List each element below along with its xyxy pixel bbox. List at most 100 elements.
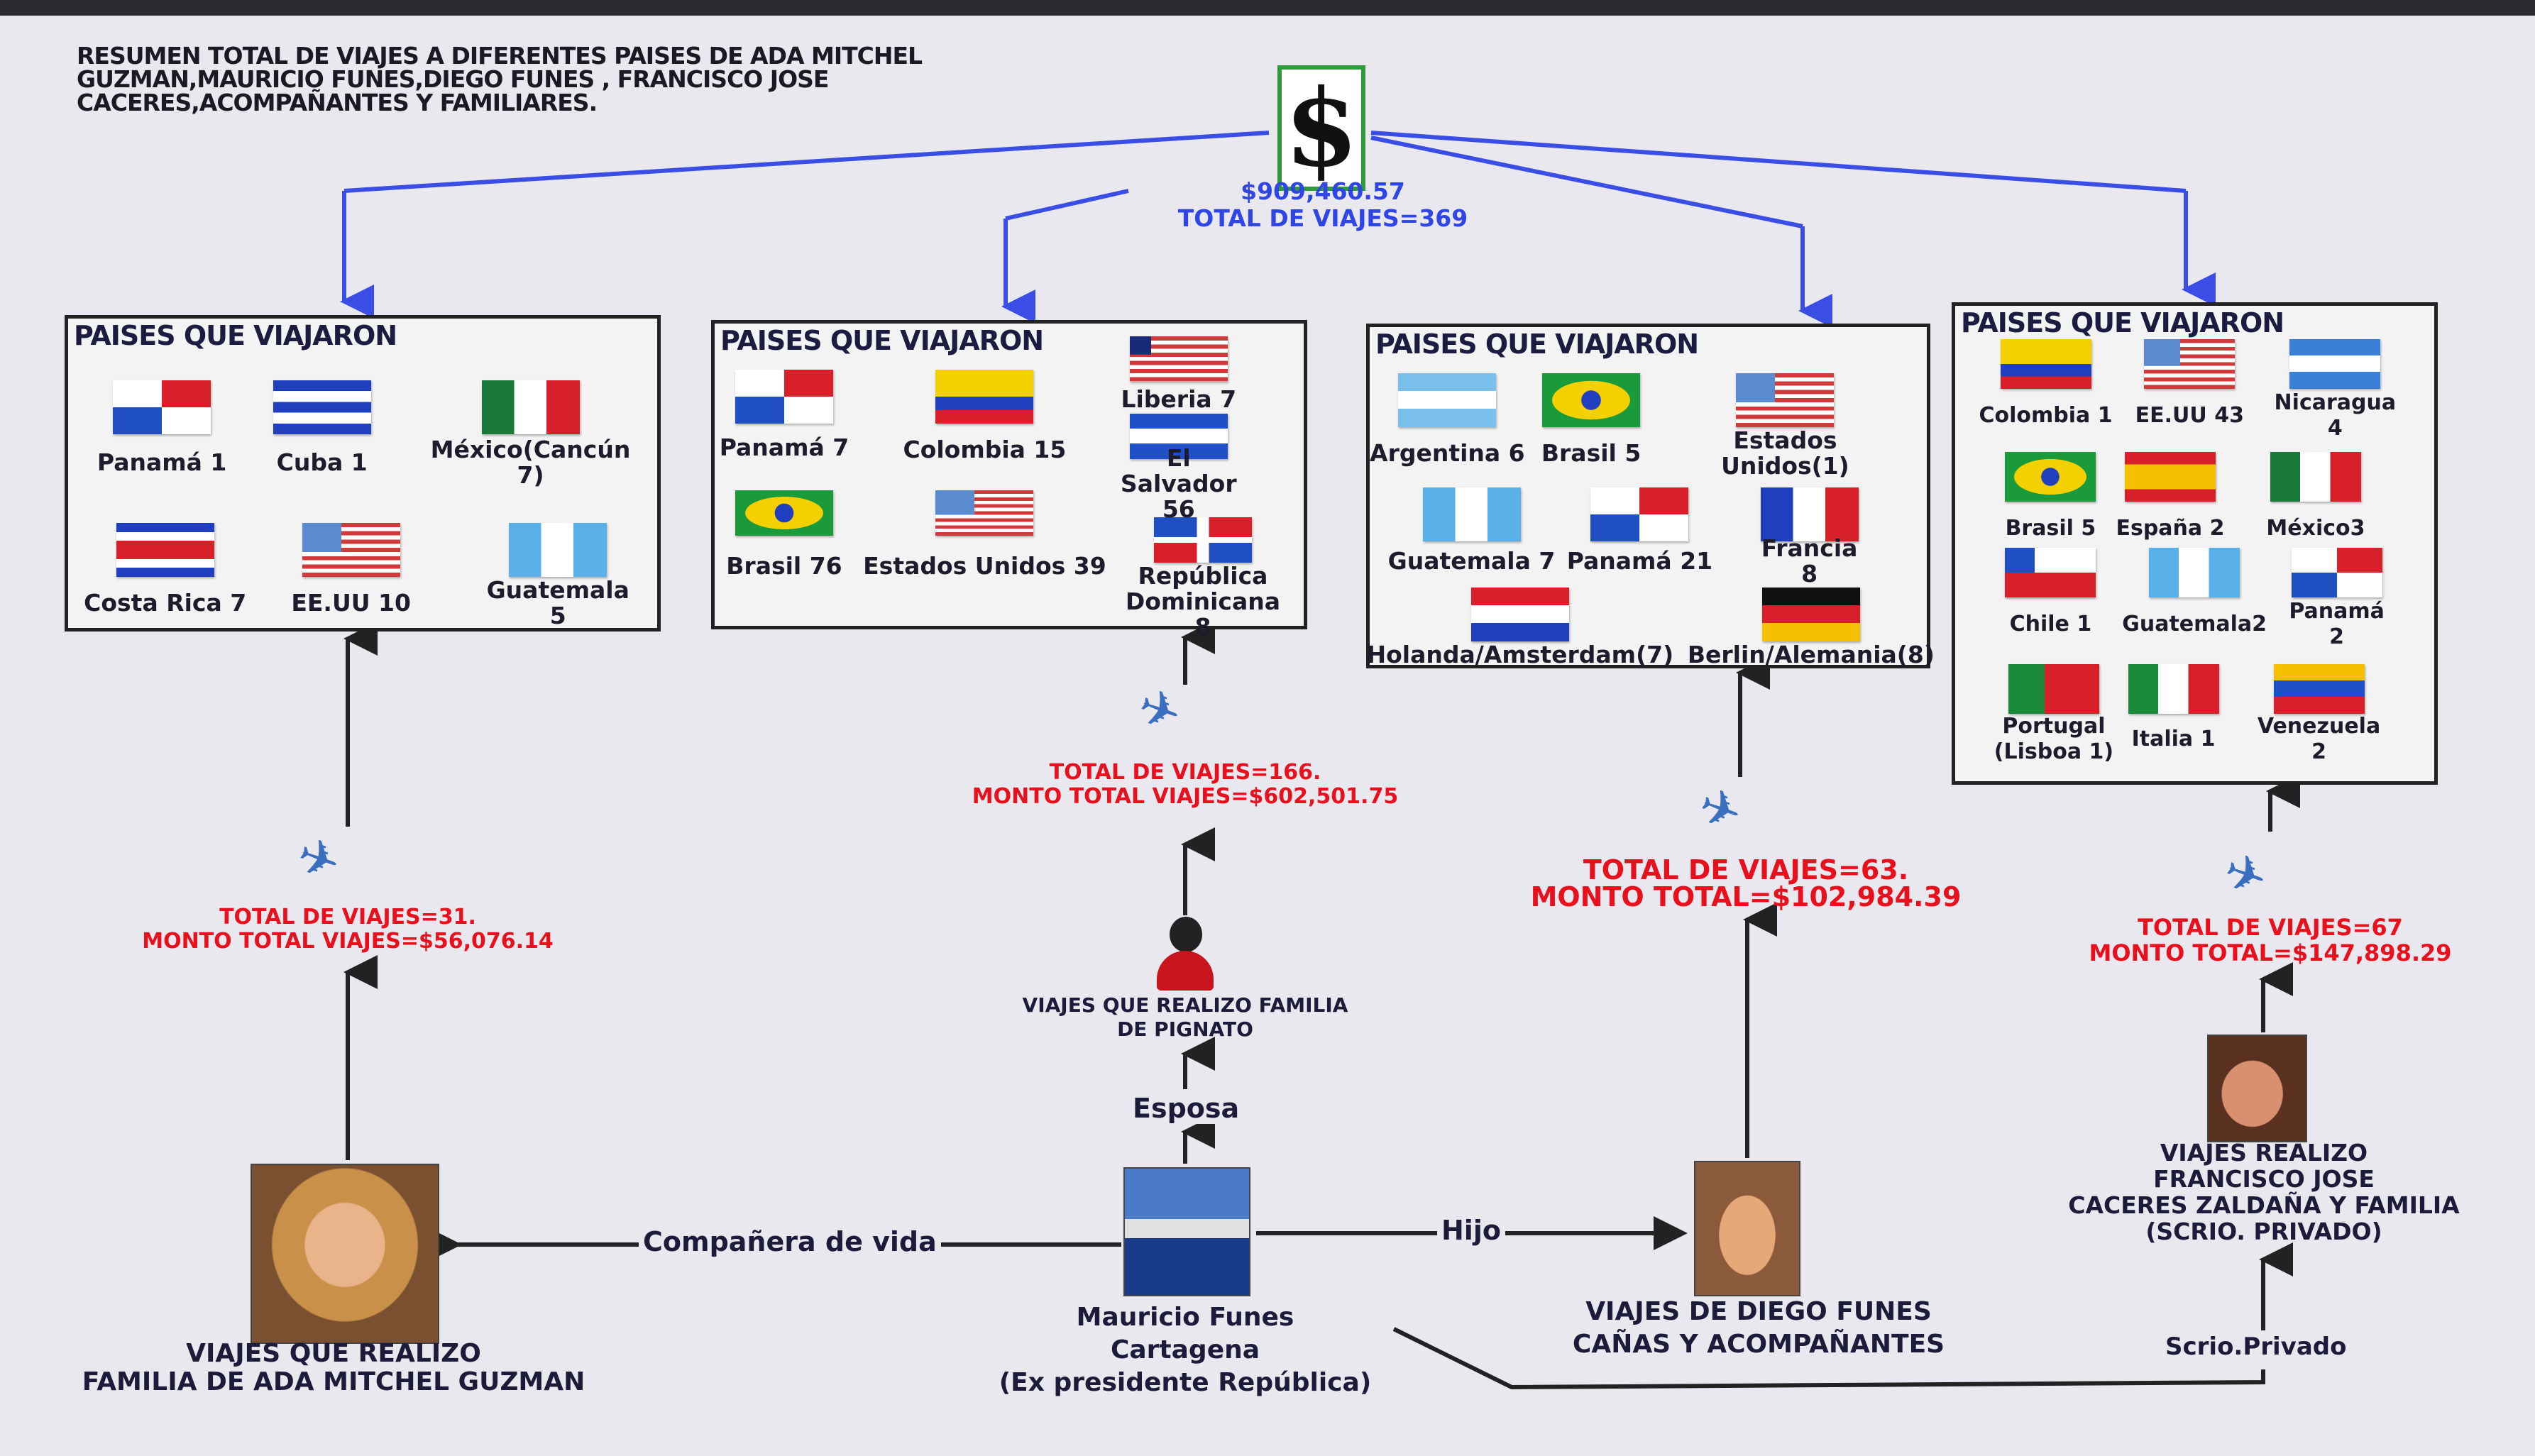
country-label: España 2 <box>2116 516 2225 541</box>
group-trips: TOTAL DE VIAJES=67 <box>2138 914 2403 941</box>
flag-guatemala-icon <box>2149 547 2240 597</box>
photo-mauricio-funes <box>1123 1167 1250 1296</box>
relation-secretary-label: Scrio.Privado <box>2161 1333 2351 1361</box>
flag-guatemala-icon <box>509 522 607 577</box>
country-label: Brasil 76 <box>726 551 842 580</box>
relation-wife-label: Esposa <box>1128 1093 1244 1124</box>
country-label: EE.UU 43 <box>2135 402 2244 428</box>
country-label: Panamá 21 <box>1566 547 1713 575</box>
flag-brazil-icon <box>1542 373 1641 427</box>
country-label: Panamá 7 <box>719 434 849 462</box>
flag-netherlands-icon <box>1470 588 1569 642</box>
flag-argentina-icon <box>1398 373 1497 427</box>
group-amount: MONTO TOTAL VIAJES=$602,501.75 <box>972 784 1399 809</box>
group-caption: VIAJES DE DIEGO FUNES CAÑAS Y ACOMPAÑANT… <box>1572 1297 1945 1359</box>
flag-panama-icon <box>735 369 833 424</box>
country-label: Guatemala 5 <box>486 575 629 629</box>
country-label: Costa Rica 7 <box>84 588 247 617</box>
group-trips: TOTAL DE VIAJES=31. <box>219 905 476 930</box>
country-label: Portugal (Lisboa 1) <box>1994 713 2114 764</box>
group-trips: TOTAL DE VIAJES=63. <box>1583 854 1909 886</box>
flag-chile-icon <box>2005 547 2096 597</box>
dollar-icon: $ <box>1277 65 1365 191</box>
country-label: República Dominicana 8 <box>1125 561 1281 641</box>
country-label: Argentina 6 <box>1370 439 1525 467</box>
group-caption: VIAJES QUE REALIZO FAMILIA DE PIGNATO <box>1022 993 1348 1041</box>
country-label: Estados Unidos(1) <box>1721 426 1849 480</box>
country-label: Panamá 2 <box>2289 598 2385 649</box>
group-amount: MONTO TOTAL VIAJES=$56,076.14 <box>142 929 554 954</box>
flag-nicaragua-icon <box>2289 339 2381 389</box>
flag-usa-icon <box>935 490 1034 536</box>
flag-guatemala-icon <box>1422 487 1521 542</box>
flag-mexico-icon <box>2270 452 2361 502</box>
diagram-title: RESUMEN TOTAL DE VIAJES A DIFERENTES PAI… <box>77 42 923 116</box>
flag-germany-icon <box>1761 588 1860 642</box>
blue-connector <box>343 131 1270 193</box>
top-band <box>0 0 2535 16</box>
flag-cuba-icon <box>273 380 371 435</box>
summary-total-trips: TOTAL DE VIAJES=369 <box>1177 204 1468 232</box>
flag-usa-icon <box>302 522 400 577</box>
country-label: Francia 8 <box>1761 534 1858 588</box>
secretary-connector <box>1392 1327 2265 1390</box>
country-label: Panamá 1 <box>97 448 227 476</box>
group-trips: TOTAL DE VIAJES=166. <box>1049 760 1321 785</box>
flag-portugal-icon <box>2008 663 2099 714</box>
group-amount: MONTO TOTAL=$102,984.39 <box>1530 881 1962 912</box>
flag-elsalvador-icon <box>1129 414 1228 460</box>
photo-ada-mitchel-guzman <box>251 1164 439 1344</box>
flag-usa-icon <box>2144 339 2236 389</box>
relation-son-label: Hijo <box>1437 1215 1505 1246</box>
flag-panama-icon <box>113 380 211 435</box>
blue-connector <box>1370 131 2187 193</box>
flag-spain-icon <box>2124 452 2216 502</box>
country-label: Nicaragua 4 <box>2274 390 2397 441</box>
country-label: El Salvador 56 <box>1120 443 1237 523</box>
summary-amount: $909,460.57 <box>1241 177 1405 205</box>
country-label: EE.UU 10 <box>291 588 411 617</box>
country-label: México3 <box>2266 516 2365 541</box>
flag-brazil-icon <box>735 490 833 536</box>
blue-connector <box>1005 189 1129 221</box>
flag-colombia-icon <box>935 369 1034 424</box>
relation-partner-label: Compañera de vida <box>639 1226 941 1257</box>
country-label: México(Cancún 7) <box>430 435 631 489</box>
country-label: Holanda/Amsterdam(7) <box>1366 641 1674 669</box>
box-title: PAISES QUE VIAJARON <box>720 325 1044 356</box>
flag-costarica-icon <box>116 522 214 577</box>
blue-connector <box>1370 136 1803 228</box>
center-caption: Mauricio Funes Cartagena (Ex presidente … <box>999 1303 1372 1397</box>
country-label: Guatemala2 <box>2122 611 2267 636</box>
country-label: Berlin/Alemania(8) <box>1687 641 1935 669</box>
countries-box-ada: PAISES QUE VIAJARON Panamá 1 Cuba 1 México(… <box>65 315 661 632</box>
country-label: Estados Unidos 39 <box>863 551 1106 580</box>
country-label: Venezuela 2 <box>2257 713 2381 764</box>
flag-panama-icon <box>1590 487 1689 542</box>
woman-icon <box>1151 917 1219 995</box>
countries-box-diego: PAISES QUE VIAJARON Argentina 6 Brasil 5 Es… <box>1366 324 1935 669</box>
photo-francisco-caceres <box>2207 1035 2307 1142</box>
box-title: PAISES QUE VIAJARON <box>1375 329 1699 360</box>
box-title: PAISES QUE VIAJARON <box>74 320 397 351</box>
group-caption: VIAJES REALIZO FRANCISCO JOSE CACERES ZA… <box>2068 1139 2460 1245</box>
country-label: Italia 1 <box>2131 726 2216 751</box>
flag-liberia-icon <box>1129 336 1228 382</box>
flag-usa-icon <box>1736 373 1835 427</box>
photo-diego-funes <box>1694 1161 1800 1296</box>
group-amount: MONTO TOTAL=$147,898.29 <box>2089 939 2452 966</box>
flag-mexico-icon <box>481 380 580 435</box>
country-label: Brasil 5 <box>2005 516 2096 541</box>
country-label: Liberia 7 <box>1121 385 1237 414</box>
flag-colombia-icon <box>2000 339 2091 389</box>
country-label: Guatemala 7 <box>1387 547 1556 575</box>
country-label: Brasil 5 <box>1541 439 1642 467</box>
country-label: Cuba 1 <box>276 448 368 476</box>
group-caption: VIAJES QUE REALIZO FAMILIA DE ADA MITCHE… <box>82 1339 585 1396</box>
flag-panama-icon <box>2291 547 2382 597</box>
flag-france-icon <box>1760 487 1859 542</box>
box-title: PAISES QUE VIAJARON <box>1961 307 2284 338</box>
flag-dominican-icon <box>1153 517 1252 563</box>
